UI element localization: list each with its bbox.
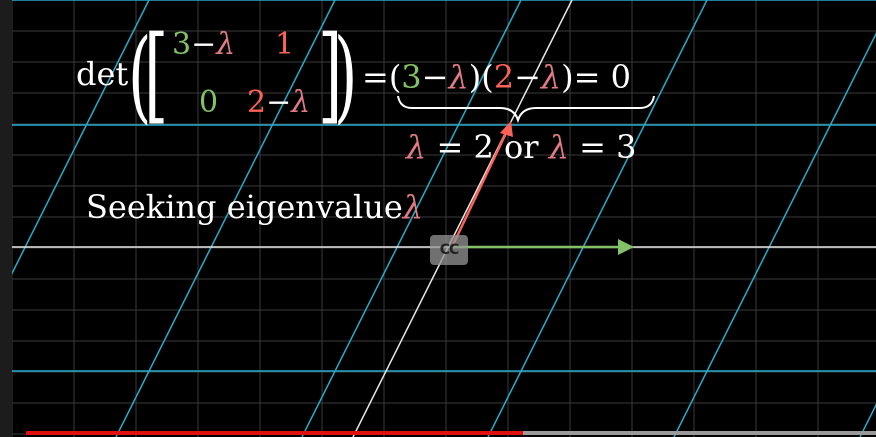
- underbrace: [397, 95, 655, 124]
- transformed-grid-slanted: [0, 0, 150, 299]
- matrix-cell-11: 3−λ: [172, 27, 236, 62]
- det-label: det: [76, 55, 129, 93]
- vector-arrow-red: [450, 130, 509, 248]
- vector-arrowhead-red: [500, 121, 513, 137]
- transformed-grid-slanted: [487, 0, 708, 437]
- eigenvalue-solution: λ = 2 or λ = 3: [406, 128, 637, 166]
- right-paren: ): [334, 17, 358, 134]
- player-edge: [0, 0, 12, 437]
- left-paren: (: [128, 17, 152, 134]
- matrix-cell-12: 1: [275, 27, 295, 62]
- progress-bar[interactable]: [26, 431, 876, 435]
- transformed-grid-slanted: [115, 0, 336, 437]
- left-bracket: [: [144, 13, 169, 135]
- closed-captions-icon[interactable]: CC: [430, 235, 468, 265]
- characteristic-equation: =(3−λ)(2−λ)= 0: [362, 58, 631, 96]
- matrix-cell-22: 2−λ: [247, 85, 311, 120]
- eigenvector-arrowhead-green: [618, 239, 634, 255]
- transformed-grid-slanted: [301, 0, 522, 437]
- seeking-eigenvalue-label: Seeking eigenvalueλ: [86, 188, 424, 226]
- right-bracket: ]: [318, 13, 343, 135]
- transformed-y-axis: [352, 0, 573, 437]
- cc-label: CC: [439, 242, 460, 258]
- matrix-cell-21: 0: [199, 85, 219, 120]
- transformed-grid-slanted: [673, 32, 876, 437]
- progress-bar-played: [26, 431, 524, 435]
